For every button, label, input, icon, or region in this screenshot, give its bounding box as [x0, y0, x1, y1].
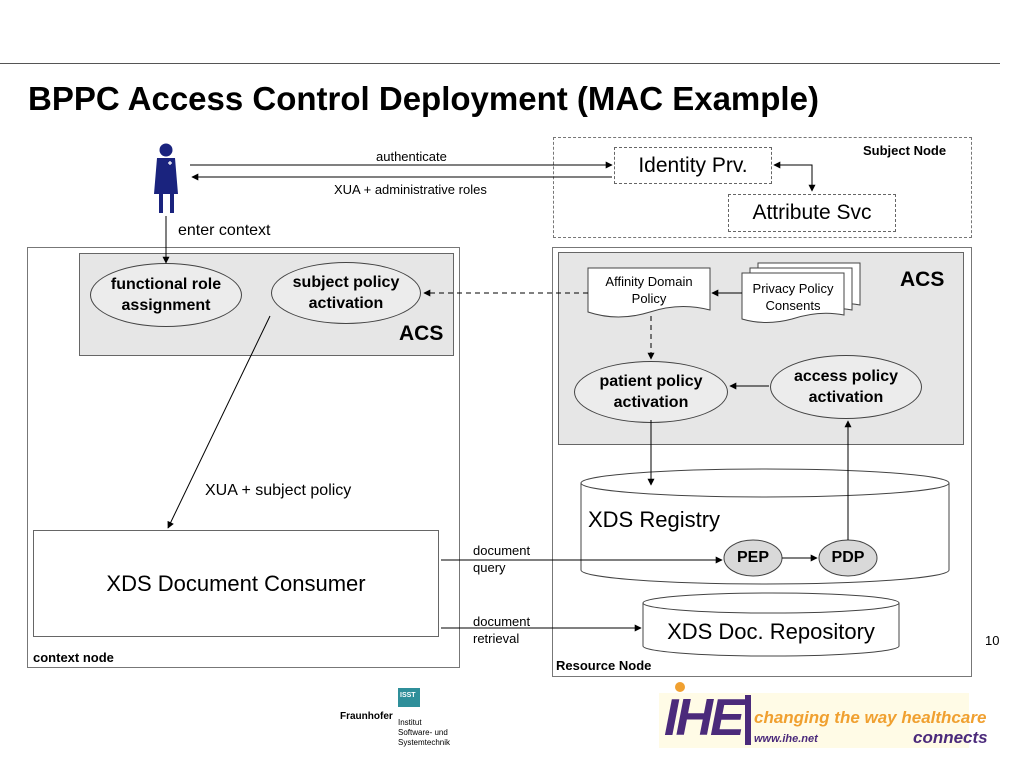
- privacy-policy-consents-label: Privacy Policy Consents: [742, 280, 844, 314]
- isst-line1: Institut: [398, 718, 422, 727]
- functional-role-line1: functional role: [110, 276, 222, 293]
- ihe-logo: [659, 682, 969, 748]
- document-retrieval-line2: retrieval: [473, 631, 520, 646]
- functional-role-line2: assignment: [121, 297, 211, 314]
- identity-provider-box: Identity Prv.: [614, 147, 772, 184]
- document-retrieval-label: document retrieval: [473, 613, 530, 647]
- ihe-tagline: changing the way healthcare: [754, 708, 987, 727]
- subject-policy-line1: subject policy: [292, 274, 400, 291]
- authenticate-label: authenticate: [376, 149, 447, 164]
- subject-policy-ellipse: subject policy activation: [271, 262, 421, 324]
- access-policy-line1: access policy: [793, 368, 899, 385]
- document-retrieval-line1: document: [473, 614, 531, 629]
- xua-subject-policy-arrow: [167, 315, 271, 529]
- xds-document-consumer-box: XDS Document Consumer: [33, 530, 439, 637]
- affinity-domain-policy-label: Affinity Domain Policy: [588, 273, 710, 307]
- isst-badge-text: ISST: [400, 692, 416, 699]
- ihe-logo-text: IHE: [664, 689, 745, 747]
- xds-registry-label: XDS Registry: [588, 507, 721, 532]
- subject-node-label: Subject Node: [863, 143, 947, 158]
- xds-repository-label: XDS Doc. Repository: [667, 619, 875, 644]
- title-rule: [0, 63, 1000, 64]
- affinity-line1: Affinity Domain: [605, 274, 693, 289]
- subject-node: [553, 137, 972, 238]
- privacy-line1: Privacy Policy: [752, 281, 834, 296]
- isst-badge-icon: [398, 688, 420, 707]
- page-title: BPPC Access Control Deployment (MAC Exam…: [28, 80, 819, 117]
- ihe-url: www.ihe.net: [754, 733, 818, 745]
- attribute-service-box: Attribute Svc: [728, 194, 896, 232]
- resource-acs-label: ACS: [900, 268, 945, 291]
- isst-institute-text: Institut Software- und Systemtechnik: [398, 718, 450, 748]
- patient-policy-ellipse: patient policy activation: [574, 361, 728, 423]
- context-node-label: context node: [33, 650, 114, 665]
- fraunhofer-logo-text: Fraunhofer: [340, 711, 393, 722]
- document-query-line1: document: [473, 543, 531, 558]
- identity-attribute-arrow: [773, 161, 816, 192]
- privacy-line2: Consents: [765, 298, 821, 313]
- xua-subject-policy-label: XUA + subject policy: [205, 482, 352, 499]
- ihe-connects: connects: [913, 728, 988, 747]
- pdp-label: PDP: [831, 549, 865, 566]
- resource-node-label: Resource Node: [556, 658, 652, 673]
- document-query-label: document query: [473, 542, 530, 576]
- xua-admin-roles-label: XUA + administrative roles: [334, 182, 487, 197]
- context-acs-label: ACS: [399, 322, 444, 345]
- access-policy-line2: activation: [808, 389, 884, 406]
- isst-line2: Software- und: [398, 728, 448, 737]
- context-node: [27, 247, 460, 668]
- privacy-policy-consents-doc: [741, 262, 861, 323]
- patient-policy-line2: activation: [613, 394, 689, 411]
- user-icon: [154, 143, 178, 213]
- patient-policy-line1: patient policy: [599, 373, 703, 390]
- subject-policy-line2: activation: [308, 295, 384, 312]
- affinity-line2: Policy: [631, 291, 667, 306]
- pep-label: PEP: [736, 549, 769, 566]
- isst-line3: Systemtechnik: [398, 738, 451, 747]
- enter-context-label: enter context: [178, 222, 271, 239]
- xds-repository-cylinder: [642, 592, 900, 657]
- resource-node: [552, 247, 972, 677]
- access-policy-ellipse: access policy activation: [770, 355, 922, 419]
- affinity-domain-policy-doc: [587, 267, 711, 318]
- document-query-line2: query: [473, 560, 506, 575]
- page-number: 10: [985, 633, 1000, 648]
